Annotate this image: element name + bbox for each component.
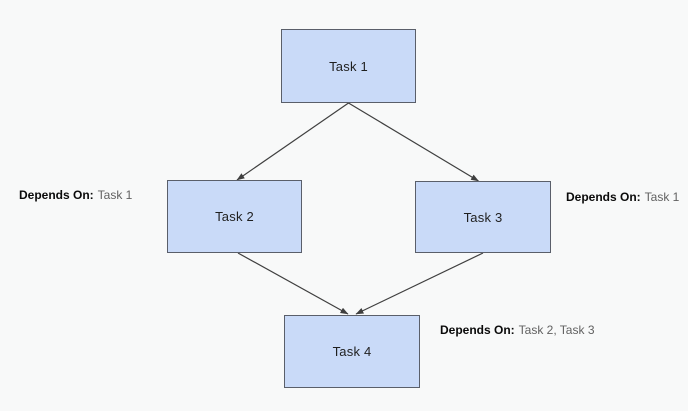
depends-value: Task 1 [644, 190, 680, 204]
node-task3: Task 3 [415, 181, 551, 253]
edge-task1-task2 [236, 102, 349, 181]
depends-label-task2: Depends On:Task 1 [19, 188, 132, 202]
edge-task3-task4 [355, 252, 484, 315]
node-task2-label: Task 2 [215, 209, 254, 224]
node-task1: Task 1 [281, 29, 416, 103]
depends-prefix: Depends On: [440, 323, 515, 337]
node-task1-label: Task 1 [329, 58, 368, 74]
edge-task1-task3 [348, 102, 479, 182]
depends-prefix: Depends On: [19, 188, 94, 202]
node-task4: Task 4 [284, 315, 420, 388]
depends-value: Task 1 [97, 188, 133, 202]
depends-label-task3: Depends On:Task 1 [566, 190, 679, 204]
node-task2: Task 2 [167, 180, 302, 253]
depends-prefix: Depends On: [566, 190, 641, 204]
node-task3-label: Task 3 [463, 209, 503, 225]
edge-task2-task4 [237, 252, 349, 315]
depends-value: Task 2, Task 3 [518, 323, 595, 337]
depends-label-task4: Depends On:Task 2, Task 3 [440, 323, 595, 337]
node-task4-label: Task 4 [332, 344, 372, 359]
